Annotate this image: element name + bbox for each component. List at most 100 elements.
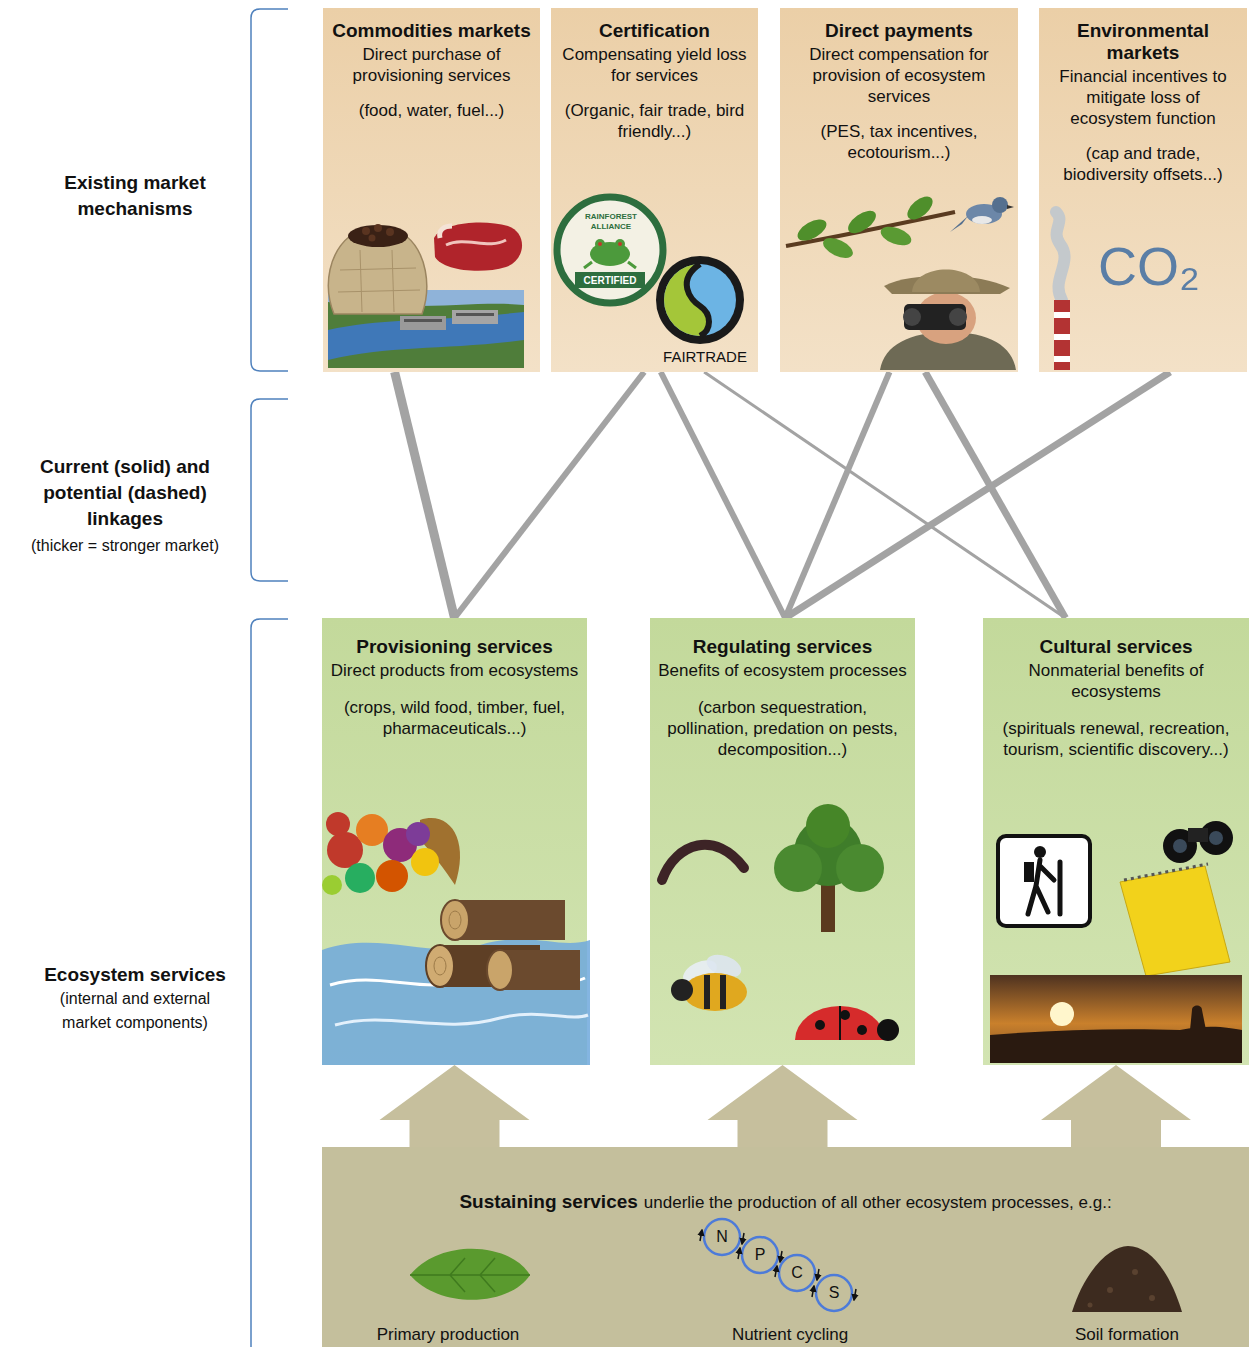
co2-text: CO₂: [1087, 236, 1211, 296]
notebook: [1124, 864, 1208, 880]
binoculars: [1199, 821, 1233, 855]
binoculars: [1163, 821, 1233, 863]
birdwatcher: [912, 270, 980, 293]
element-letter: C: [777, 1253, 817, 1293]
branch-with-bird: [966, 204, 1002, 224]
rainforest-logo: [575, 272, 645, 288]
fruit-cornucopia: [411, 848, 439, 876]
market-linkage: [661, 372, 785, 618]
soil-pile: [1088, 1303, 1093, 1308]
tree: [836, 844, 884, 892]
nutrient-circle: P: [740, 1235, 780, 1275]
soil-pile: [1132, 1269, 1138, 1275]
tree: [794, 818, 862, 886]
ladybug: [840, 1010, 850, 1020]
water: [330, 975, 585, 985]
sunset-photo: [990, 1027, 1242, 1063]
fruit-cornucopia: [322, 875, 342, 895]
soil-pile: [1072, 1246, 1182, 1312]
logs: [426, 900, 580, 990]
dam-photo: [328, 290, 524, 306]
cycle-arrows: [738, 1248, 740, 1259]
branch-with-bird: [992, 197, 1008, 213]
notebook: [1120, 866, 1230, 976]
logo-text: CERTIFIED: [575, 274, 645, 288]
coffee-sack: [348, 225, 408, 247]
rainforest-logo: [584, 262, 636, 268]
branch-with-bird: [794, 215, 830, 245]
steak: [446, 240, 506, 245]
steak: [434, 222, 522, 270]
box-description: Compensating yield loss for services: [559, 44, 750, 86]
bracket: [251, 619, 288, 1347]
leaf: [410, 1258, 530, 1292]
market-linkage: [395, 372, 455, 618]
icon-caption: Nutrient cycling: [690, 1325, 890, 1345]
branch-with-bird: [786, 212, 955, 246]
section-label: Existing market mechanisms: [15, 170, 255, 222]
ladybug: [877, 1019, 899, 1041]
ladybug: [839, 1006, 841, 1040]
birdwatcher: [880, 332, 1016, 370]
cycle-arrows: [700, 1230, 702, 1241]
dam-photo: [400, 316, 446, 330]
nutrient-circle: N: [702, 1217, 742, 1257]
logo-text: RAINFOREST ALLIANCE: [572, 212, 650, 232]
leaf: [410, 1249, 530, 1300]
box-description: Direct purchase of provisioning services: [331, 44, 532, 86]
ladybug: [795, 1006, 885, 1040]
box-description: Direct products from ecosystems: [328, 660, 581, 681]
tree: [774, 804, 884, 932]
box-heading: Environmental markets: [1047, 20, 1239, 64]
box-examples: (crops, wild food, timber, fuel, pharmac…: [328, 697, 581, 739]
sunset-photo: [1050, 1002, 1074, 1026]
cycle-arrows: [775, 1266, 777, 1277]
branch-with-bird: [972, 216, 992, 224]
fairtrade-logo: [687, 264, 709, 336]
box-description: Benefits of ecosystem processes: [656, 660, 909, 681]
market-box: Commodities marketsDirect purchase of pr…: [323, 8, 540, 372]
branch-with-bird: [820, 234, 856, 262]
market-linkage: [785, 372, 1170, 618]
branch-with-bird: [903, 192, 936, 224]
ladybug: [815, 1020, 825, 1030]
logs: [441, 900, 469, 940]
bracket: [251, 9, 288, 371]
rainforest-logo: [590, 242, 630, 266]
fruit-cornucopia: [322, 812, 460, 895]
sunset-photo: [1190, 1006, 1206, 1031]
cycle-arrows: [780, 1251, 782, 1262]
element-letter: S: [814, 1273, 854, 1313]
binoculars: [1188, 828, 1208, 842]
logs: [434, 957, 446, 975]
box-heading: Provisioning services: [328, 636, 581, 658]
market-box: Environmental marketsFinancial incentive…: [1039, 8, 1247, 372]
logs: [487, 950, 513, 990]
binoculars: [1163, 829, 1197, 863]
soil-pile: [1072, 1246, 1182, 1312]
logs: [455, 900, 565, 940]
ladybug: [857, 1025, 867, 1035]
band-heading: Sustaining services: [459, 1191, 637, 1212]
market-box: Direct paymentsDirect compensation for p…: [780, 8, 1018, 372]
smokestack: [1054, 356, 1070, 362]
fairtrade-logo: [656, 256, 744, 344]
bee: [683, 973, 747, 1011]
tree: [806, 804, 850, 848]
rainforest-logo: [557, 197, 663, 303]
box-description: Financial incentives to mitigate loss of…: [1047, 66, 1239, 129]
hiker-sign: [1028, 860, 1060, 914]
dam-photo: [328, 312, 524, 360]
cycle-arrows: [812, 1286, 814, 1297]
binoculars: [1173, 839, 1187, 853]
rainforest-logo: [557, 197, 663, 303]
service-box: Regulating servicesBenefits of ecosystem…: [650, 618, 915, 1065]
fairtrade-logo: [664, 264, 736, 336]
ladybug: [795, 1006, 899, 1041]
box-description: Nonmaterial benefits of ecosystems: [989, 660, 1243, 702]
icon-caption: Soil formation: [1027, 1325, 1227, 1345]
birdwatcher: [904, 304, 966, 330]
logs: [440, 945, 540, 987]
block-arrow: [1041, 1065, 1191, 1147]
sunset-photo: [990, 975, 1242, 1063]
